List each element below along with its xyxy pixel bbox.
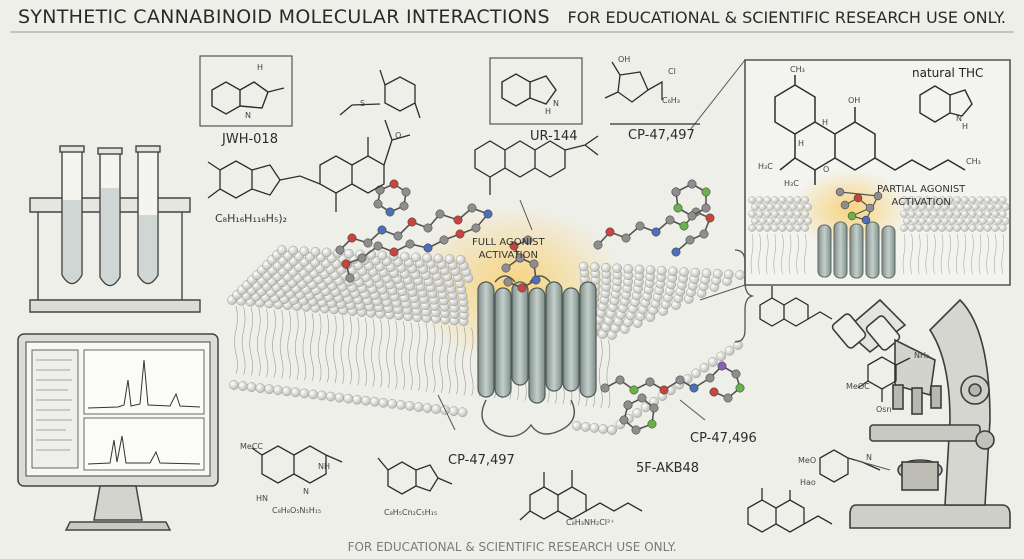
molecule-left-ring — [373, 179, 411, 217]
inset-oh: OH — [848, 96, 861, 105]
molecule-bound-tail — [509, 235, 533, 263]
thc-inset-panel — [689, 59, 1011, 301]
atom-meo: MeO — [798, 456, 817, 465]
computer-monitor — [17, 333, 219, 531]
molecule-left — [335, 203, 493, 283]
callout-partial-agonist-line1: PARTIAL AGONIST — [877, 184, 966, 195]
formula-c: C₈H₃NH₂Cl²⁺ — [566, 518, 615, 527]
inset-h-b: H — [798, 139, 805, 148]
molecule-bound — [501, 253, 541, 293]
test-tube — [59, 145, 85, 285]
skeletal-structures — [207, 61, 911, 533]
indole-structure-box — [489, 57, 583, 125]
inset-membrane — [748, 196, 1010, 275]
chromatogram-trace — [87, 359, 201, 409]
callout-partial-agonist: PARTIAL AGONIST ACTIVATION — [877, 184, 965, 209]
label-cp47497-bottom: CP-47,497 — [448, 453, 515, 468]
label-cp47497-top: CP-47,497 — [628, 128, 695, 143]
atom-n: N — [866, 453, 872, 462]
atom-h-jwh: H — [257, 63, 264, 72]
inset-receptor — [817, 221, 896, 279]
inset-indole — [919, 85, 973, 123]
callout-full-agonist: FULL AGONIST ACTIVATION — [472, 237, 545, 262]
formula-b: C₈H₅Cn₂C₅H₁₅ — [384, 508, 438, 517]
atom-nh-a: NH — [318, 462, 330, 471]
cb1-receptor — [477, 275, 597, 438]
lipid-bilayer — [227, 245, 745, 435]
label-5f-akb48: 5F-AKB48 — [636, 461, 700, 476]
atom-n-ur: N — [553, 99, 559, 108]
atom-n-jwh: N — [245, 111, 251, 120]
inset-h3c-b: H₃C — [784, 179, 799, 188]
receptor-helix — [579, 281, 597, 398]
receptor-helix — [477, 281, 495, 398]
atom-oh-top: OH — [618, 55, 631, 64]
microscope — [831, 298, 1011, 529]
molecule-lower-right — [600, 361, 745, 403]
label-cp47496: CP-47,496 — [690, 431, 757, 446]
inset-h-a: H — [822, 118, 829, 127]
atom-hao: Hao — [800, 478, 816, 487]
callout-partial-agonist-line2: ACTIVATION — [891, 196, 951, 208]
leader-lines — [437, 199, 891, 471]
molecule-lower-right-ring — [619, 393, 659, 435]
inset-indole-n: N — [956, 114, 962, 123]
jwh018-structure-box — [199, 55, 293, 127]
inset-indole-h: H — [962, 122, 969, 131]
atom-cgh: C₆H₃ — [662, 96, 681, 105]
test-tube-rack — [29, 145, 201, 313]
molecule-right-ring — [671, 179, 711, 221]
atom-nh-b: N — [303, 487, 309, 496]
formula-jwh018: C₈H₁₆H₁₁₆H₅)₂ — [215, 212, 288, 225]
header-disclaimer: FOR EDUCATIONAL & SCIENTIFIC RESEARCH US… — [567, 8, 1006, 27]
atom-o: O — [395, 131, 402, 140]
atom-hn: HN — [256, 494, 268, 503]
receptor-helix — [528, 287, 546, 404]
test-tube — [135, 145, 161, 285]
inset-title: natural THC — [912, 66, 984, 80]
formula-a: C₈H₈O₅N₅H₁₅ — [272, 506, 322, 515]
label-ur144: UR-144 — [530, 129, 578, 144]
inset-ligand — [835, 187, 883, 225]
chromatogram-trace — [87, 435, 201, 465]
test-tube — [97, 147, 123, 287]
receptor-helix — [562, 287, 580, 392]
inset-o: O — [823, 165, 830, 174]
receptor-loop — [481, 399, 575, 438]
inset-ch3-top: CH₃ — [790, 65, 805, 74]
receptor-helix — [494, 287, 512, 398]
inset-ch3-tail: CH₃ — [966, 157, 981, 166]
atom-h-ur: H — [545, 107, 552, 116]
callout-full-agonist-line2: ACTIVATION — [478, 249, 538, 261]
atom-mecc: MeCC — [240, 442, 263, 451]
receptor-helix — [545, 281, 563, 392]
footer-disclaimer: FOR EDUCATIONAL & SCIENTIFIC RESEARCH US… — [347, 540, 677, 554]
receptor-helix — [511, 281, 529, 386]
page-title: SYNTHETIC CANNABINOID MOLECULAR INTERACT… — [18, 6, 550, 28]
atom-cl: Cl — [668, 67, 676, 76]
inset-connector — [689, 59, 746, 131]
atom-nh2: NH₂ — [914, 351, 930, 360]
label-jwh018: JWH-018 — [222, 132, 278, 147]
thc-structure — [774, 75, 966, 185]
lipid-heads-top — [227, 245, 745, 340]
ball-and-stick-molecules — [335, 179, 745, 435]
inset-connector — [699, 284, 746, 301]
atom-osn: Osn — [876, 405, 892, 414]
inset-h3c-a: H₃C — [758, 162, 773, 171]
callout-full-agonist-line1: FULL AGONIST — [472, 237, 545, 248]
atom-s: S — [360, 99, 366, 108]
atom-meoc: MeOC — [846, 382, 870, 391]
